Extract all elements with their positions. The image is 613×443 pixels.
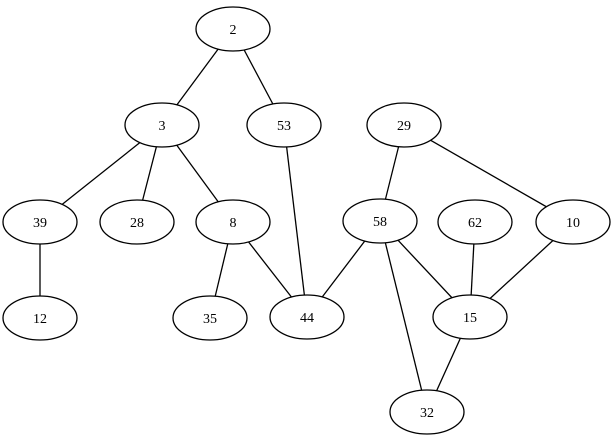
node-2: 2 [195, 6, 271, 52]
node-label-44: 44 [300, 311, 314, 326]
node-10: 10 [535, 199, 611, 245]
node-label-58: 58 [373, 215, 387, 230]
node-ellipse-10 [535, 199, 611, 245]
node-label-62: 62 [468, 216, 482, 231]
node-label-8: 8 [230, 216, 237, 231]
node-32: 32 [389, 389, 465, 435]
edge-58-32 [379, 220, 428, 413]
node-ellipse-35 [172, 295, 248, 341]
node-ellipse-39 [2, 199, 78, 245]
node-15: 15 [432, 294, 508, 340]
node-ellipse-32 [389, 389, 465, 435]
node-53: 53 [246, 102, 322, 148]
node-28: 28 [99, 199, 175, 245]
edge-29-10 [403, 124, 574, 223]
node-label-3: 3 [159, 119, 166, 134]
node-label-28: 28 [130, 216, 144, 231]
node-3: 3 [124, 102, 200, 148]
node-ellipse-12 [2, 295, 78, 341]
node-ellipse-8 [195, 199, 271, 245]
node-ellipse-3 [124, 102, 200, 148]
node-44: 44 [269, 294, 345, 340]
node-35: 35 [172, 295, 248, 341]
node-label-53: 53 [277, 119, 291, 134]
node-label-10: 10 [566, 216, 580, 231]
node-ellipse-29 [366, 102, 442, 148]
node-ellipse-62 [437, 199, 513, 245]
node-label-39: 39 [33, 216, 47, 231]
node-29: 29 [366, 102, 442, 148]
node-ellipse-2 [195, 6, 271, 52]
node-39: 39 [2, 199, 78, 245]
node-12: 12 [2, 295, 78, 341]
node-ellipse-28 [99, 199, 175, 245]
node-8: 8 [195, 199, 271, 245]
node-ellipse-15 [432, 294, 508, 340]
node-label-32: 32 [420, 406, 434, 421]
node-label-15: 15 [463, 311, 477, 326]
node-label-12: 12 [33, 312, 47, 327]
node-ellipse-44 [269, 294, 345, 340]
node-62: 62 [437, 199, 513, 245]
node-label-35: 35 [203, 312, 217, 327]
node-ellipse-53 [246, 102, 322, 148]
node-label-2: 2 [230, 23, 237, 38]
node-label-29: 29 [397, 119, 411, 134]
node-ellipse-58 [342, 198, 418, 244]
edge-53-44 [283, 124, 308, 318]
node-58: 58 [342, 198, 418, 244]
